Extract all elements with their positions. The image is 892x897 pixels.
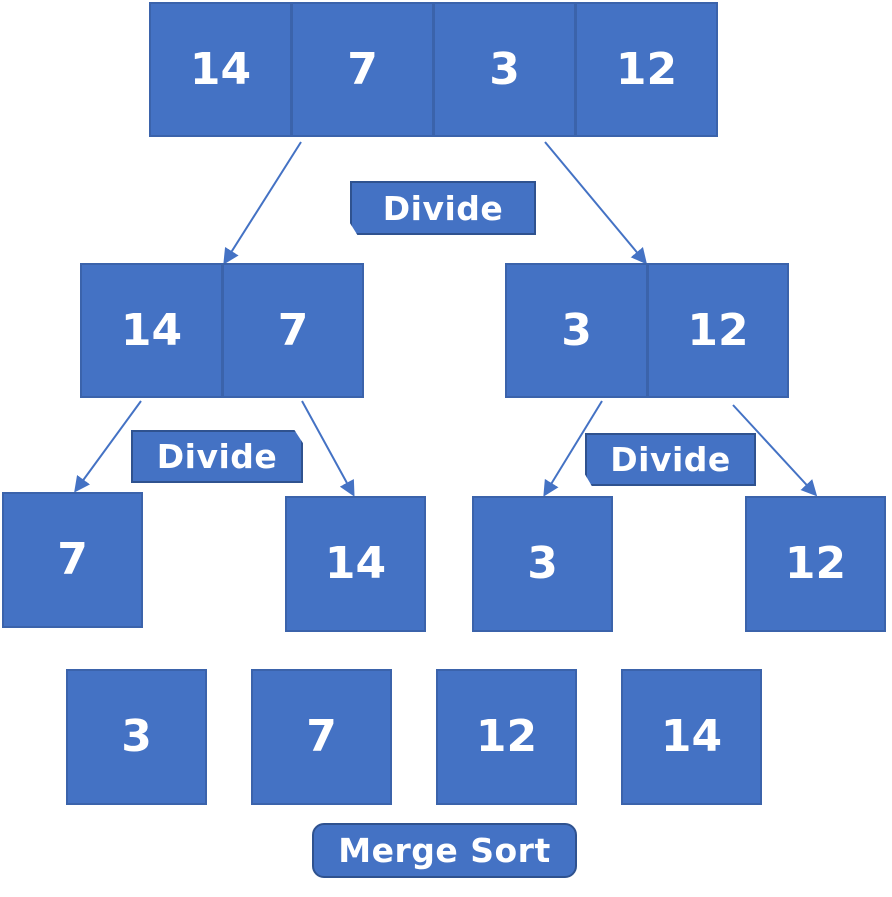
merged-cell: 3 [66,669,207,805]
arrow-top-to-left [223,141,302,265]
single-cell: 7 [2,492,143,628]
left-half-cell: 7 [222,263,364,398]
right-half-cell: 3 [505,263,648,398]
divide-label-top: Divide [350,181,536,235]
single-cell: 14 [285,496,426,632]
divide-label-left: Divide [131,430,303,483]
merged-cell: 12 [436,669,577,805]
top-array-cell: 7 [291,2,434,137]
single-cell: 3 [472,496,613,632]
merged-cell: 14 [621,669,762,805]
arrow-top-to-right [544,141,648,265]
top-array-cell: 14 [149,2,292,137]
left-half-cell: 14 [80,263,223,398]
arrow-left-to-14 [301,400,355,497]
single-cell: 12 [745,496,886,632]
top-array-cell: 3 [433,2,576,137]
merged-cell: 7 [251,669,392,805]
top-array-cell: 12 [575,2,718,137]
right-half-cell: 12 [647,263,789,398]
merge-sort-label: Merge Sort [312,823,577,878]
divide-label-right: Divide [585,433,756,486]
